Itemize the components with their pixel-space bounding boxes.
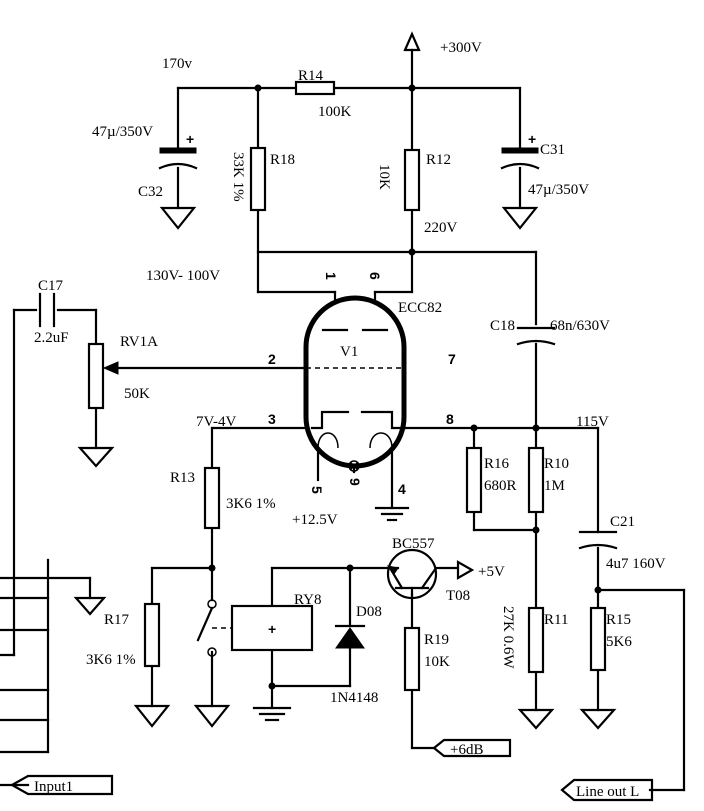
- input-connector-label: Input1: [34, 779, 73, 795]
- tube-ref: V1: [340, 344, 358, 360]
- r18-value: 33K 1%: [230, 152, 246, 202]
- r17-ref: R17: [104, 612, 130, 628]
- output-connector-label: Line out L: [576, 784, 639, 800]
- r17-body: [143, 602, 161, 668]
- transistor-ref: T08: [446, 588, 470, 604]
- pot-value: 50K: [124, 386, 150, 402]
- diode-d08: [334, 564, 366, 649]
- r19-value: 10K: [424, 654, 450, 670]
- r12-ref: R12: [426, 152, 451, 168]
- r18-body: [249, 146, 267, 212]
- labels: +300V 170v 220V 130V- 100V 7V-4V 115V +1…: [34, 40, 666, 800]
- pot-ref: RV1A: [120, 334, 158, 350]
- r12-value: 10K: [376, 164, 392, 190]
- r15-body: [589, 606, 607, 672]
- r11-ref: R11: [544, 612, 568, 628]
- tube-type: ECC82: [398, 300, 442, 316]
- r19-body: [403, 626, 421, 692]
- transistor-t08: [386, 548, 438, 600]
- r19-ref: R19: [424, 632, 449, 648]
- tube-pin-7: 7: [448, 351, 456, 367]
- r18-ref: R18: [270, 152, 295, 168]
- relay-plus: +: [268, 621, 276, 637]
- tube-pin-8: 8: [446, 411, 454, 427]
- r13-body: [203, 466, 221, 530]
- relay-supply-label: +5V: [478, 564, 505, 580]
- tube-pin-6: 6: [367, 272, 383, 280]
- r13-value: 3K6 1%: [226, 496, 276, 512]
- r16-ref: R16: [484, 456, 510, 472]
- rail-220-label: 220V: [424, 220, 458, 236]
- rail-hv-label: +300V: [440, 40, 482, 56]
- c18-value: 68n/630V: [550, 318, 610, 334]
- tube-pin-9: 9: [347, 478, 363, 486]
- rail-130-label: 130V- 100V: [146, 268, 220, 284]
- diode-ref: D08: [356, 604, 382, 620]
- c17-value: 2.2uF: [34, 330, 69, 346]
- svg-text:+: +: [186, 131, 194, 147]
- c21-value: 4u7 160V: [606, 556, 666, 572]
- r14-ref: R14: [298, 68, 324, 84]
- r10-ref: R10: [544, 456, 569, 472]
- c31-value: 47µ/350V: [528, 182, 589, 198]
- level-connector-label: +6dB: [450, 742, 483, 758]
- rail-170-label: 170v: [162, 56, 193, 72]
- r10-body: [527, 446, 545, 514]
- tube-pin-2: 2: [268, 351, 276, 367]
- svg-text:+: +: [528, 131, 536, 147]
- pot-rv1a: [87, 342, 119, 410]
- tube-pin-3: 3: [268, 411, 276, 427]
- ground-symbols: [73, 206, 617, 730]
- r15-value: 5K6: [606, 634, 632, 650]
- r12-body: [403, 148, 421, 212]
- c32-ref: C32: [138, 184, 163, 200]
- c31-ref: C31: [540, 142, 565, 158]
- r14-body: [294, 80, 336, 96]
- c32-value: 47µ/350V: [92, 124, 153, 140]
- r16-value: 680R: [484, 478, 517, 494]
- c21-ref: C21: [610, 514, 635, 530]
- r16-body: [465, 446, 483, 514]
- relay-ry8: [196, 599, 314, 657]
- r14-value: 100K: [318, 104, 352, 120]
- tube-v1: [303, 295, 407, 472]
- c18-ref: C18: [490, 318, 515, 334]
- relay-ref: RY8: [294, 592, 322, 608]
- markers: [208, 31, 602, 690]
- transistor-type: BC557: [392, 536, 435, 552]
- tube-pin-5: 5: [309, 486, 325, 494]
- diode-type: 1N4148: [330, 690, 378, 706]
- tube-pin-4: 4: [398, 481, 406, 497]
- c17-ref: C17: [38, 278, 64, 294]
- r11-value: 27K 0.6W: [500, 606, 516, 669]
- r11-body: [527, 606, 545, 674]
- heater-label: +12.5V: [292, 512, 338, 528]
- connector-tags: [9, 738, 654, 802]
- tube-pin-1: 1: [323, 272, 339, 280]
- r15-ref: R15: [606, 612, 631, 628]
- r17-value: 3K6 1%: [86, 652, 136, 668]
- rail-7v-label: 7V-4V: [196, 414, 236, 430]
- r13-ref: R13: [170, 470, 195, 486]
- resistors: [143, 80, 607, 692]
- r10-value: 1M: [544, 478, 565, 494]
- capacitors: + +: [38, 131, 618, 550]
- rail-115-label: 115V: [576, 414, 609, 430]
